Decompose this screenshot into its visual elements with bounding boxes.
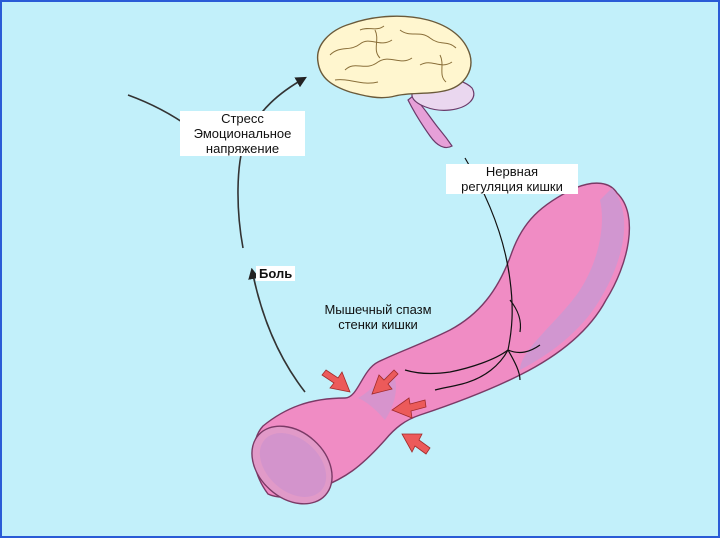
cerebrum [316,15,472,99]
brain [316,15,475,149]
pressure-arrow-2 [371,369,399,395]
pressure-arrow-3 [391,397,427,419]
muscle-spasm-label: Мышечный спазм стенки кишки [324,302,432,332]
stress-label: Стресс Эмоциональное напряжение [180,111,305,156]
pain-label: Боль [256,266,296,281]
brainstem [407,95,453,149]
pressure-arrow-1 [321,369,351,393]
brain-folds [329,25,457,84]
pressure-arrows [321,369,431,455]
pressure-arrow-4 [401,433,431,455]
nerve-regulation-label: Нервная регуляция кишки [446,164,578,194]
arrow-gut-to-pain [248,267,306,393]
arrow-pain-to-stress [237,76,307,249]
intestine-shade [520,188,625,370]
intestine [251,182,631,505]
